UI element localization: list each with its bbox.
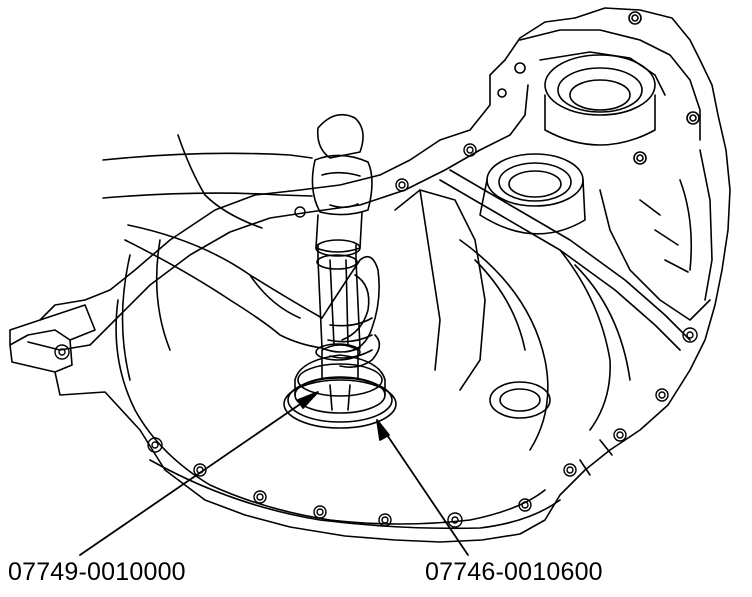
- leader-line-left: [79, 395, 313, 556]
- seal-driver-attachment: [283, 344, 397, 429]
- arrowhead-left: [297, 391, 319, 409]
- transmission-case: [9, 7, 731, 543]
- hammer: [102, 113, 373, 257]
- driver-handle: [315, 244, 361, 361]
- leader-lines: [79, 391, 469, 556]
- arrowhead-right: [376, 419, 390, 441]
- part-number-label-attachment: 07746-0010600: [425, 558, 603, 586]
- leader-line-right: [380, 425, 469, 556]
- hand-holding-driver: [124, 224, 381, 368]
- part-number-label-driver: 07749-0010000: [8, 558, 186, 586]
